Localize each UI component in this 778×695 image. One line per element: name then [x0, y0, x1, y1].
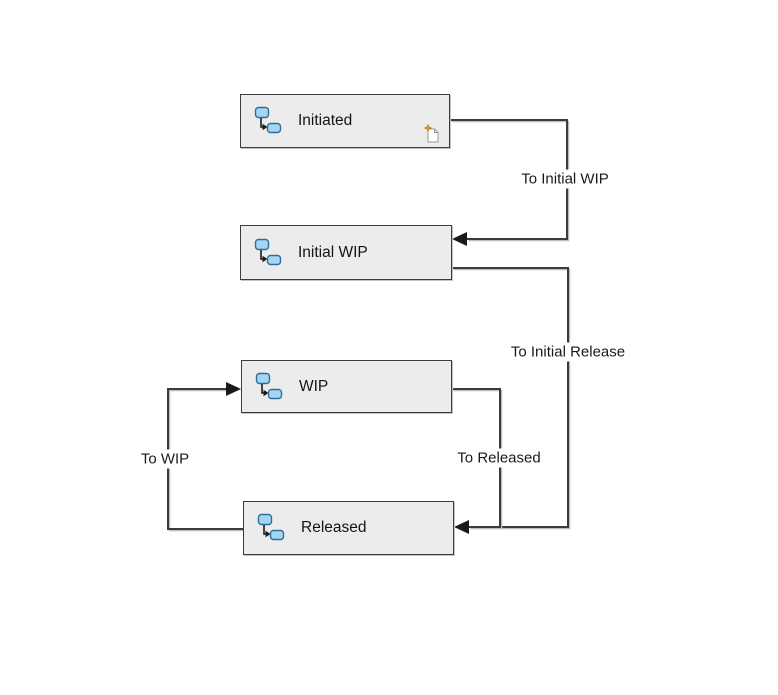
state-box-initiated[interactable]: Initiated	[240, 94, 450, 148]
state-label: Initial WIP	[298, 243, 368, 261]
state-label: Initiated	[298, 112, 353, 129]
arrowhead-right-icon	[226, 382, 241, 396]
arrowhead-left-icon	[454, 520, 469, 534]
state-box-initial-wip[interactable]: Initial WIP	[240, 225, 452, 280]
state-label: WIP	[299, 377, 329, 395]
workflow-state-icon	[254, 106, 282, 134]
state-box-released[interactable]: Released	[243, 501, 454, 555]
state-label: Released	[301, 519, 367, 536]
transition-label-to-initial-wip[interactable]: To Initial WIP	[517, 169, 613, 189]
transition-label-to-initial-release[interactable]: To Initial Release	[506, 342, 630, 362]
arrowhead-left-icon	[452, 232, 467, 246]
workflow-state-icon	[257, 513, 285, 541]
workflow-state-icon	[255, 372, 283, 399]
transition-to-initial-release[interactable]	[452, 267, 571, 534]
transition-label-to-wip[interactable]: To WIP	[136, 449, 194, 469]
workflow-state-icon	[254, 238, 282, 265]
state-box-wip[interactable]: WIP	[241, 360, 452, 413]
transition-label-to-released[interactable]: To Released	[453, 448, 545, 468]
new-document-icon	[424, 124, 439, 143]
